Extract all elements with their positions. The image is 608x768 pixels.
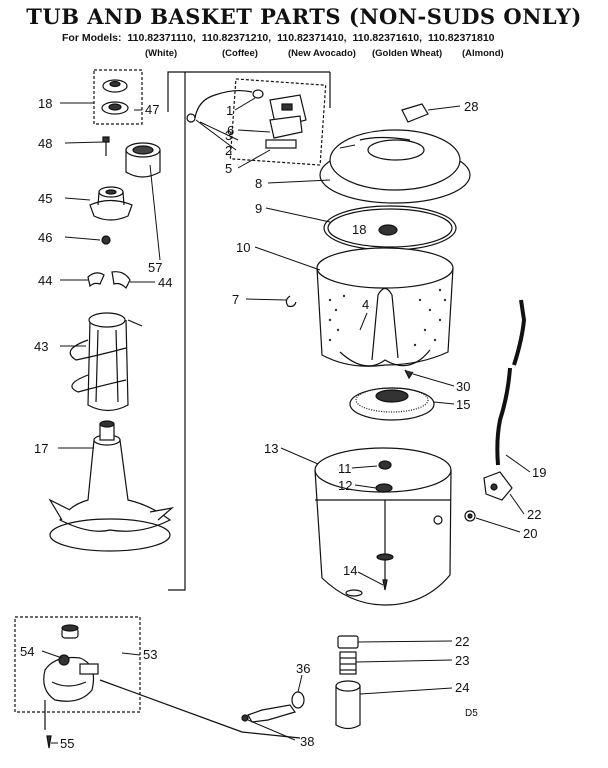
cap-box [93,69,143,125]
color-almond: (Almond) [462,48,504,59]
callout-44: 44 [158,275,172,290]
callout-8: 8 [255,176,262,191]
callout-10: 10 [236,240,250,255]
part-28 [401,103,429,123]
callout-43: 43 [34,339,48,354]
agitator-cap-45 [89,186,133,221]
nut-20 [467,513,473,519]
callout-55: 55 [60,736,74,751]
diagram-code: D5 [465,708,478,719]
agitator-base-17 [48,420,175,552]
frame-line [99,679,243,733]
callout-7: 7 [232,292,239,307]
agitator-dog [111,271,131,290]
callout-57: 57 [148,260,162,275]
callout-4: 4 [362,297,369,312]
frame-line [241,731,301,739]
callout-46: 46 [38,230,52,245]
color-coffee: (Coffee) [222,48,258,59]
tub-cover-8 [319,129,471,204]
callout-53: 53 [143,647,157,662]
gasket-9 [327,208,453,248]
hose-19 [495,367,512,466]
valve-53 [43,624,99,702]
seal-stack [335,635,361,730]
callout-14: 14 [343,563,357,578]
ring-15 [349,387,435,421]
outer-tub-13 [314,447,452,606]
cap-part-16 [101,79,129,115]
callout-24: 24 [455,680,469,695]
cap-57 [125,142,161,178]
color-list: (White) (Coffee) (New Avocado) (Golden W… [0,48,608,62]
callout-15: 15 [456,397,470,412]
callout-44: 44 [38,273,52,288]
callout-6: 6 [227,123,234,138]
callout-23: 23 [455,653,469,668]
callout-2: 2 [225,143,232,158]
bolt-30 [404,369,414,380]
agitator-dog [87,272,105,288]
callout-20: 20 [523,526,537,541]
callout-12: 12 [338,478,352,493]
callout-47: 47 [145,102,159,117]
callout-30: 30 [456,379,470,394]
basket-10 [316,247,454,367]
frame-line [167,71,186,591]
callout-54: 54 [20,644,34,659]
callout-9: 9 [255,201,262,216]
basket-holes [328,288,447,347]
color-white: (White) [145,48,178,59]
models-prefix: For Models: [62,32,122,44]
model-number: 110.82371210, [201,32,272,44]
callout-18: 18 [352,222,366,237]
valve-box [14,616,141,713]
agitator-barrel-43 [69,312,143,412]
color-golden-wheat: (Golden Wheat) [372,48,443,59]
callout-28: 28 [464,99,478,114]
model-list: For Models: 110.82371110, 110.82371210, … [62,32,498,44]
hose-19 [512,299,527,366]
clamp-36-38 [241,691,305,723]
callout-16: 18 [38,96,52,111]
callout-45: 45 [38,191,52,206]
screw-48 [102,136,110,156]
model-number: 110.82371810 [427,32,495,44]
connector-21 [483,471,513,501]
callout-36: 36 [296,661,310,676]
leader-lines [41,97,531,744]
model-number: 110.82371610, [352,32,423,44]
callout-19: 19 [532,465,546,480]
callout-5: 5 [225,161,232,176]
callout-21: 22 [527,507,541,522]
clip-7 [285,295,297,308]
screw-14 [382,579,388,591]
callout-1: 1 [226,103,233,118]
callout-13: 13 [264,441,278,456]
model-number: 110.82371110, [127,32,196,44]
part-18 [378,224,398,236]
screw-55 [46,735,52,749]
color-new-avocado: (New Avocado) [288,48,356,59]
callout-11: 11 [338,461,352,476]
callout-3: 3 [225,128,232,143]
washer-46 [101,235,111,245]
callout-22: 22 [455,634,469,649]
inlet-assembly [186,78,327,166]
model-number: 110.82371410, [277,32,347,44]
callout-48: 48 [38,136,52,151]
callout-17: 17 [34,441,48,456]
diagram-title: TUB AND BASKET PARTS (NON-SUDS ONLY) [26,4,582,29]
callout-38: 38 [300,734,314,749]
